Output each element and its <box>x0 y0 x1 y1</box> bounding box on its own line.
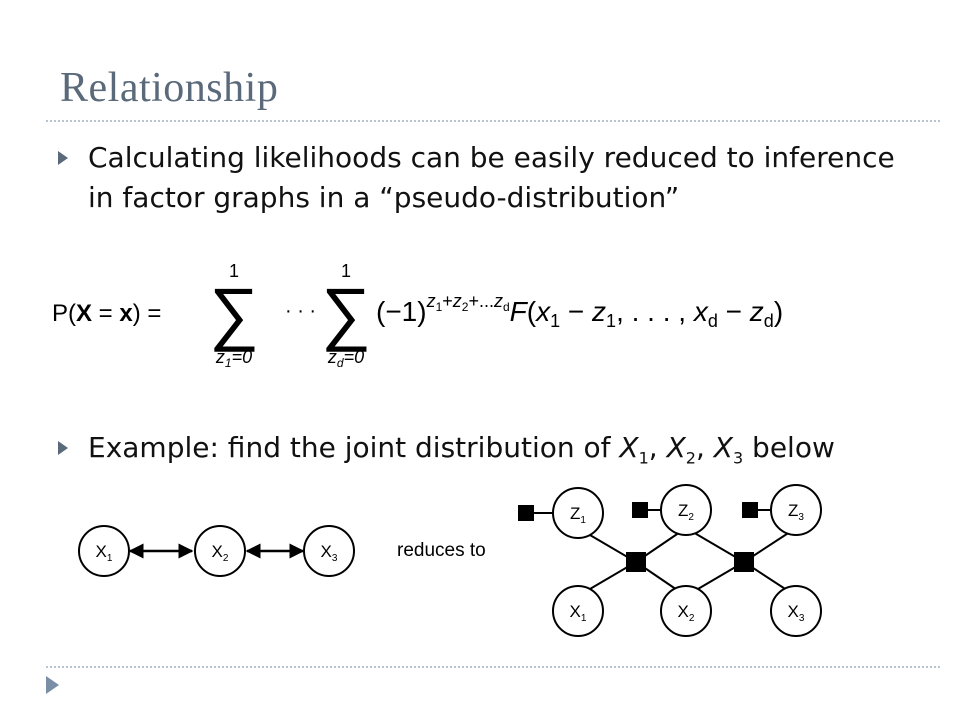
node-z2: Z2 <box>660 484 712 536</box>
node-x1: X1 <box>78 525 130 577</box>
sum1-sigma: ∑ <box>209 274 259 352</box>
factor-z3 <box>742 502 758 518</box>
reduces-to-label: reduces to <box>397 540 486 561</box>
corner-arrow-icon <box>46 676 59 694</box>
title-divider <box>46 120 940 122</box>
sum-dots: · · · <box>285 300 316 322</box>
equation-rhs: 1 ∑ z1=0 · · · 1 ∑ zd=0 (−1)z1+z2+...zdF… <box>209 261 783 370</box>
node-x3: X3 <box>303 525 355 577</box>
bullet-text-2: Example: find the joint distribution of … <box>88 431 835 468</box>
node-x2: X2 <box>660 585 712 637</box>
right-factor-graph: Z1 Z2 Z3 X1 X2 X3 <box>518 484 822 637</box>
node-z3: Z3 <box>770 484 822 536</box>
factor-z2 <box>632 502 648 518</box>
node-x1: X1 <box>552 585 604 637</box>
factor-z1 <box>518 505 534 521</box>
sumd-upper: 1 <box>341 261 351 281</box>
factor-pair-2 <box>734 552 754 572</box>
sum1-lower: z1=0 <box>215 347 252 370</box>
bullet-icon <box>58 151 68 165</box>
footer-divider <box>46 666 940 668</box>
bullet2-suffix: below <box>743 431 835 464</box>
bullet-icon <box>58 441 68 455</box>
slide-title: Relationship <box>60 65 279 111</box>
sumd-lower: zd=0 <box>327 347 364 370</box>
sumd-sigma: ∑ <box>321 274 371 352</box>
bullet2-prefix: Example: find the joint distribution of <box>88 431 620 464</box>
equation-lhs: P(X = x) = <box>52 300 162 327</box>
node-z1: Z1 <box>552 487 604 539</box>
node-x2: X2 <box>194 525 246 577</box>
sum1-upper: 1 <box>229 261 239 281</box>
node-x3: X3 <box>770 585 822 637</box>
bullet-text-1: Calculating likelihoods can be easily re… <box>88 141 895 214</box>
equation-body: (−1)z1+z2+...zdF(x1 − z1, . . . , xd − z… <box>376 291 783 331</box>
left-graph: X1 X2 X3 <box>78 525 355 577</box>
factor-pair-1 <box>626 552 646 572</box>
